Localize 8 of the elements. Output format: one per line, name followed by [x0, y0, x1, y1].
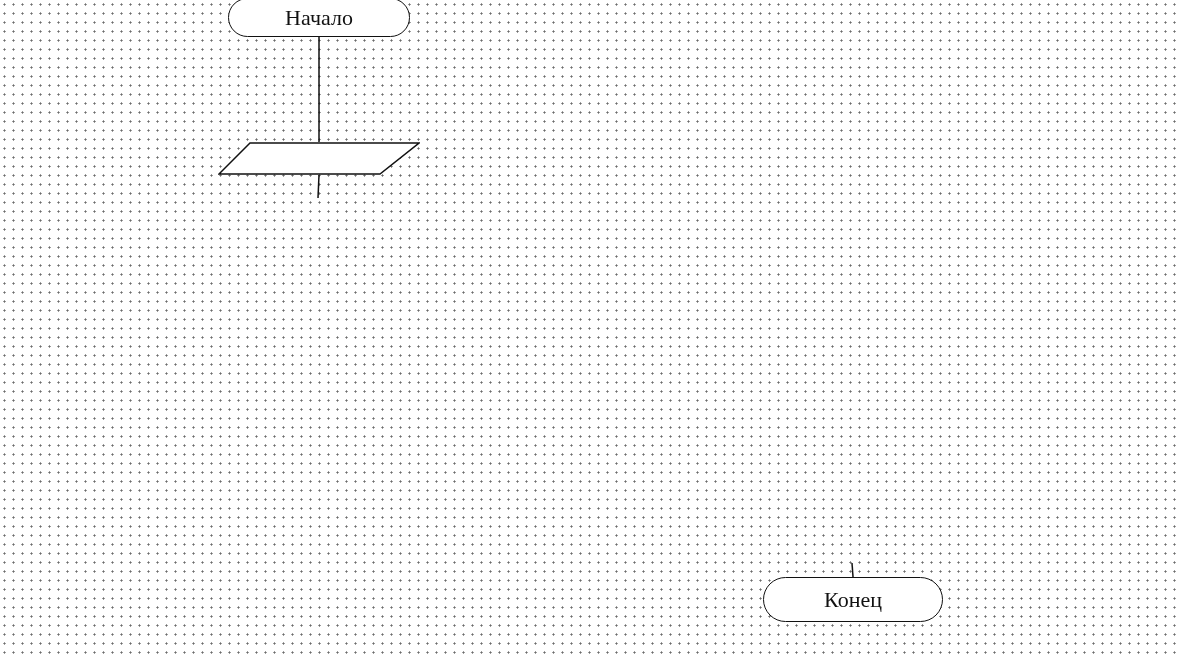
- input-output-parallelogram: [218, 142, 420, 175]
- terminator-shape: [763, 577, 943, 622]
- connector-line: [317, 174, 320, 199]
- terminator-shape: [228, 0, 410, 37]
- connector-line: [318, 36, 320, 143]
- terminator-label: Конец: [824, 588, 882, 611]
- terminator-label: Начало: [285, 6, 353, 29]
- connector-line: [851, 562, 854, 578]
